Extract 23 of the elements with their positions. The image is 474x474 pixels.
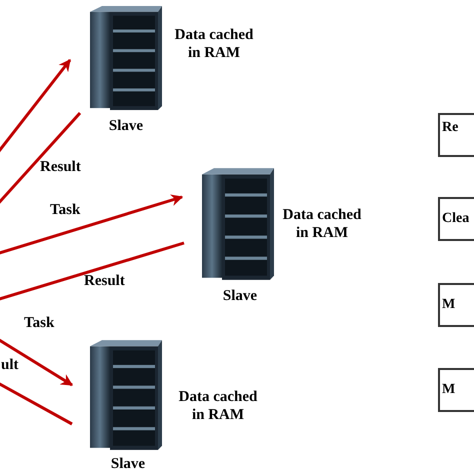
box-label: M	[442, 381, 456, 399]
process-box	[438, 113, 474, 157]
line	[0, 380, 73, 426]
box-label: Clea	[442, 210, 470, 228]
edge-label: Result	[84, 274, 125, 289]
edge-label: Result	[40, 160, 81, 175]
process-box	[438, 283, 474, 327]
node-label: Slave	[108, 117, 144, 135]
line	[0, 242, 184, 302]
arrow	[0, 194, 184, 256]
node-label: Slave	[110, 455, 146, 473]
edge-label: Task	[50, 203, 80, 218]
edge-label: Task	[24, 316, 54, 331]
box-label: M	[442, 296, 456, 314]
arrow	[0, 336, 74, 386]
node-label: Data cached in RAM	[178, 388, 258, 424]
node-label: Slave	[222, 287, 258, 305]
process-box	[438, 368, 474, 412]
node-label: Data cached in RAM	[174, 26, 254, 62]
process-box	[438, 197, 474, 241]
node-label: Data cached in RAM	[282, 206, 362, 242]
edge-label: ult	[1, 358, 19, 373]
box-label: Re	[442, 119, 458, 136]
